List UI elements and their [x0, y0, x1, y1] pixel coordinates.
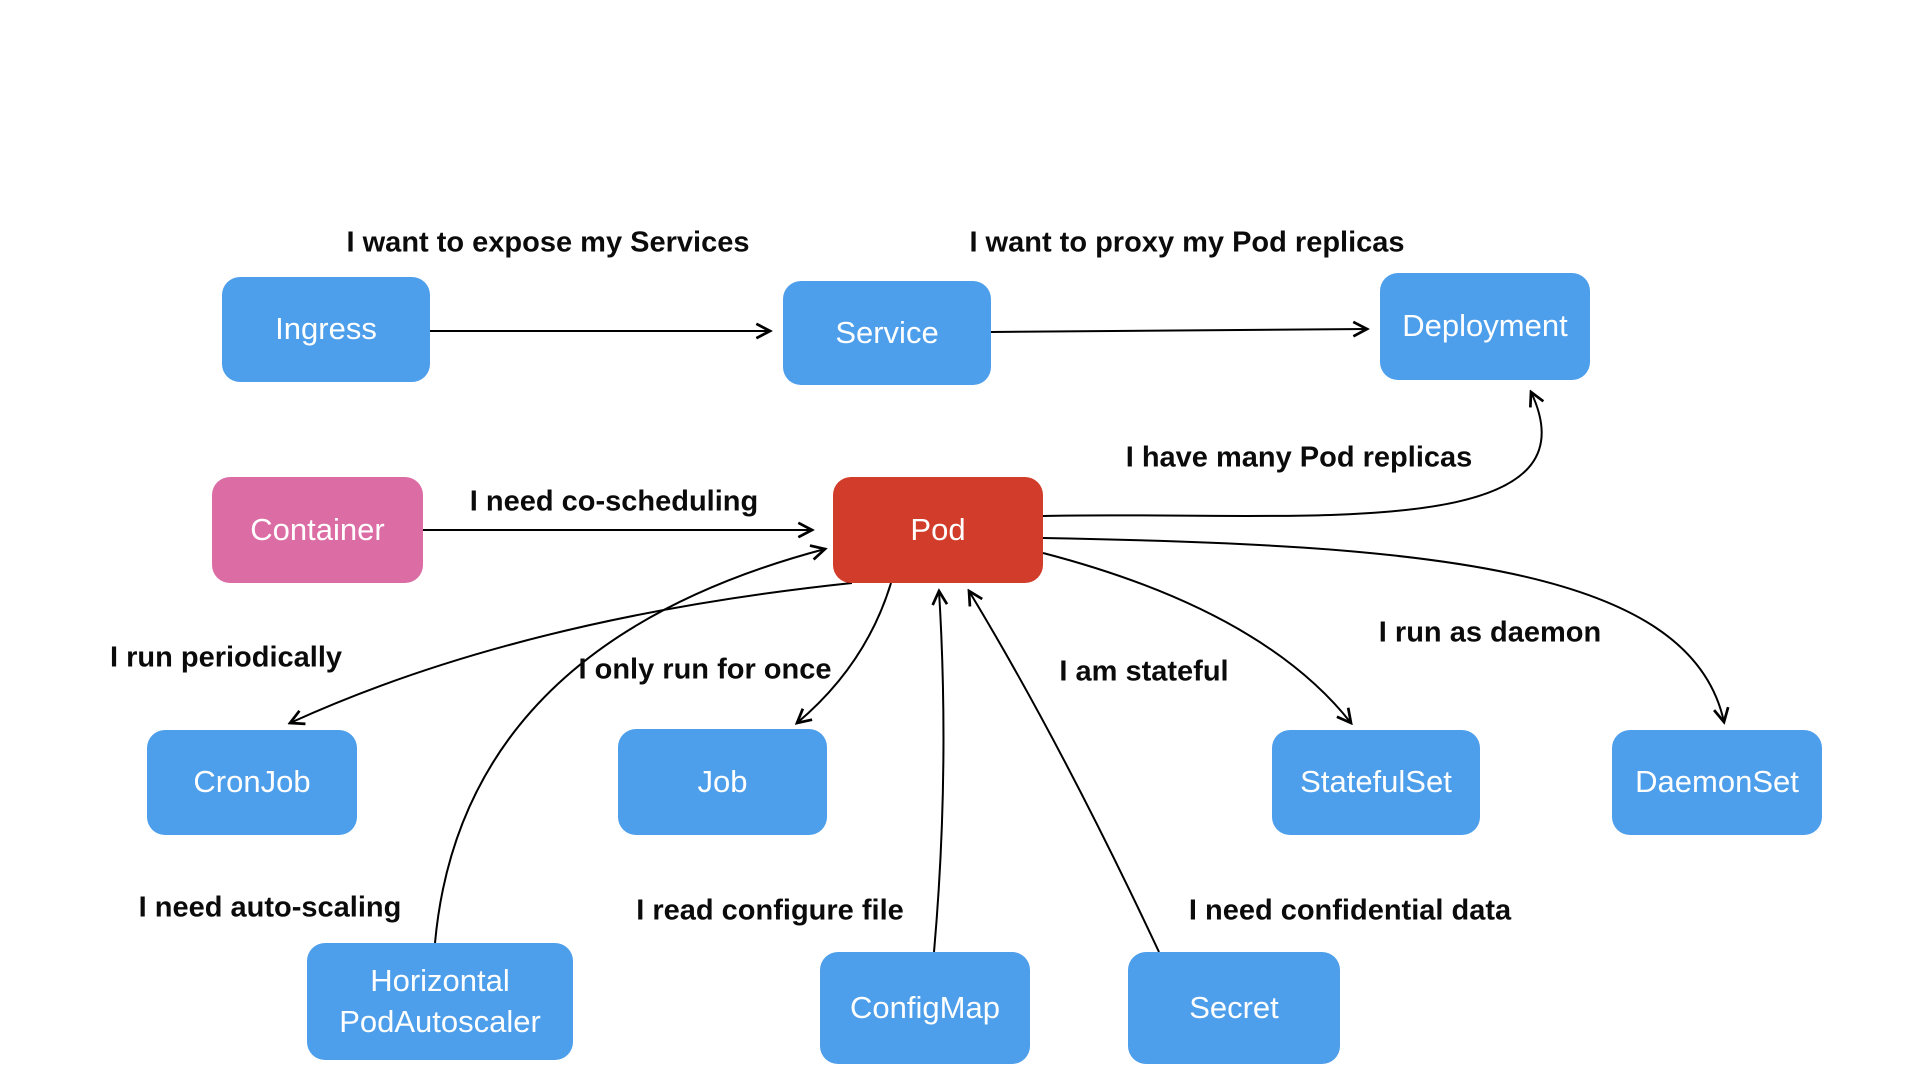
node-cronjob: CronJob: [147, 730, 357, 835]
edge-pod-deployment: [1042, 392, 1542, 518]
node-statefulset: StatefulSet: [1272, 730, 1480, 835]
node-daemonset: DaemonSet: [1612, 730, 1822, 835]
node-deployment: Deployment: [1380, 273, 1590, 380]
edge-label-proxy-replicas: I want to proxy my Pod replicas: [969, 226, 1405, 259]
edge-pod-daemonset: [1042, 537, 1724, 722]
node-secret: Secret: [1128, 952, 1340, 1064]
node-container: Container: [212, 477, 423, 583]
edge-label-auto-scaling: I need auto-scaling: [138, 891, 402, 924]
node-hpa: Horizontal PodAutoscaler: [307, 943, 573, 1060]
edge-pod-cronjob: [290, 582, 853, 723]
node-pod: Pod: [833, 477, 1043, 583]
edge-secret-pod: [969, 591, 1160, 953]
edge-pod-job: [797, 582, 892, 723]
edge-label-stateful: I am stateful: [1059, 655, 1229, 688]
node-job: Job: [618, 729, 827, 835]
edge-label-expose-services: I want to expose my Services: [346, 226, 750, 259]
edge-configmap-pod: [934, 591, 943, 953]
edge-label-configure-file: I read configure file: [636, 894, 904, 927]
node-configmap: ConfigMap: [820, 952, 1030, 1064]
edge-service-deployment: [990, 329, 1367, 332]
edge-label-confidential-data: I need confidential data: [1188, 894, 1512, 927]
edge-hpa-pod: [434, 549, 825, 944]
edge-label-run-once: I only run for once: [578, 653, 832, 686]
edge-label-run-periodically: I run periodically: [109, 641, 343, 674]
node-ingress: Ingress: [222, 277, 430, 382]
edge-label-many-replicas: I have many Pod replicas: [1125, 441, 1473, 474]
edge-pod-statefulset: [1042, 552, 1351, 723]
node-service: Service: [783, 281, 991, 385]
edge-label-co-scheduling: I need co-scheduling: [469, 485, 759, 518]
edge-label-run-as-daemon: I run as daemon: [1378, 616, 1602, 649]
